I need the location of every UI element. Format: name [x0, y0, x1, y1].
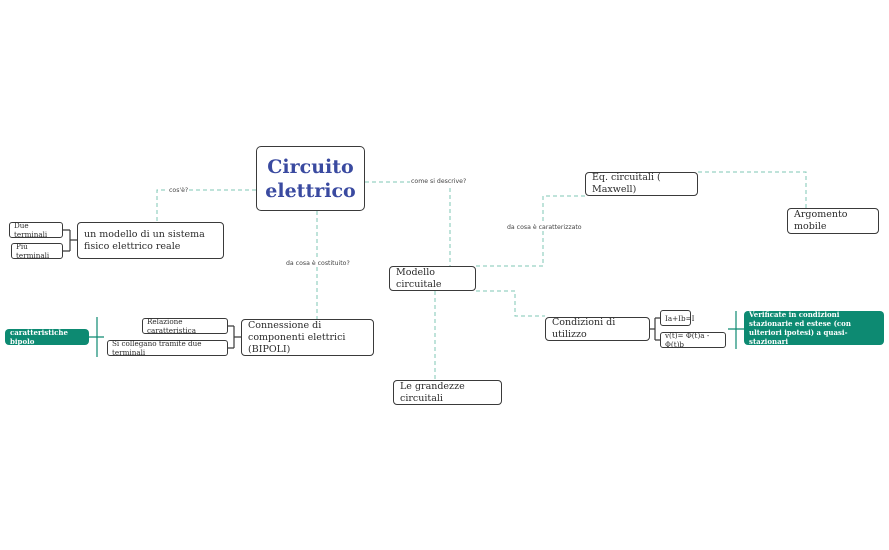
- node-grandezze-label: Le grandezze circuitali: [400, 380, 465, 404]
- node-condizioni-label: Condizioni di utilizzo: [552, 317, 616, 340]
- node-connessione-label: Connessione di componenti elettrici (BIP…: [248, 319, 346, 355]
- root-node[interactable]: Circuito elettrico: [256, 146, 365, 211]
- node-condizioni[interactable]: Condizioni di utilizzo: [545, 317, 650, 341]
- node-piu-terminali[interactable]: Più terminali: [11, 242, 63, 260]
- summary-line-condizioni: [728, 311, 744, 349]
- node-piu-terminali-label: Più terminali: [16, 242, 50, 260]
- bracket-terminali: [63, 229, 77, 252]
- node-relazione[interactable]: Relazione caratteristica: [142, 317, 228, 335]
- edge-label-come-si-descrive: come si descrive?: [410, 178, 468, 185]
- node-modello-circuitale-label: Modello circuitale: [396, 266, 442, 290]
- node-due-terminali[interactable]: Due terminali: [9, 221, 63, 239]
- node-modello-circuitale[interactable]: Modello circuitale: [389, 266, 476, 291]
- node-modello-sistema[interactable]: un modello di un sistema fisico elettric…: [77, 222, 224, 259]
- node-due-terminali-label: Due terminali: [14, 221, 48, 239]
- node-argomento-mobile-label: Argomento mobile: [794, 209, 848, 232]
- edge-label-cos-e: cos'è?: [168, 187, 190, 194]
- edge-label-da-cosa-caratterizzato: da cosa è caratterizzato: [506, 224, 583, 231]
- node-ia-ib[interactable]: Ia+Ib=I: [660, 310, 695, 326]
- summary-verificate-label: Verificate in condizioni stazionarie ed …: [749, 310, 851, 346]
- summary-line-bipolo: [89, 317, 104, 357]
- node-modello-sistema-label: un modello di un sistema fisico elettric…: [84, 228, 205, 252]
- node-vt-label: v(t)= Φ(t)a - Φ(t)b: [665, 331, 710, 349]
- bracket-bipoli: [228, 325, 241, 349]
- node-argomento-mobile[interactable]: Argomento mobile: [787, 208, 879, 234]
- summary-verificate[interactable]: Verificate in condizioni stazionarie ed …: [744, 310, 884, 346]
- bracket-condizioni: [650, 317, 660, 341]
- node-relazione-label: Relazione caratteristica: [147, 317, 196, 335]
- summary-caratteristiche-bipolo-label: caratteristiche bipolo: [10, 328, 68, 346]
- node-vt[interactable]: v(t)= Φ(t)a - Φ(t)b: [660, 331, 726, 349]
- root-title: Circuito elettrico: [265, 155, 356, 202]
- node-collegano[interactable]: Si collegano tramite due terminali: [107, 339, 228, 357]
- edge-condizioni: [476, 290, 545, 317]
- edge-argomento-mobile: [698, 171, 807, 208]
- node-collegano-label: Si collegano tramite due terminali: [112, 339, 202, 357]
- edge-label-da-cosa-costituito: da cosa è costituito?: [285, 260, 351, 267]
- edge-come-si-descrive: [365, 181, 451, 266]
- node-eq-circuitali[interactable]: Eq. circuitali ( Maxwell): [585, 172, 698, 196]
- node-eq-circuitali-label: Eq. circuitali ( Maxwell): [592, 172, 661, 195]
- edge-da-cosa-caratterizzato: [476, 195, 585, 267]
- node-grandezze[interactable]: Le grandezze circuitali: [393, 380, 502, 405]
- edge-cos-e: [156, 189, 256, 222]
- node-ia-ib-label: Ia+Ib=I: [665, 313, 695, 323]
- summary-caratteristiche-bipolo[interactable]: caratteristiche bipolo: [5, 328, 89, 346]
- node-connessione[interactable]: Connessione di componenti elettrici (BIP…: [241, 319, 374, 356]
